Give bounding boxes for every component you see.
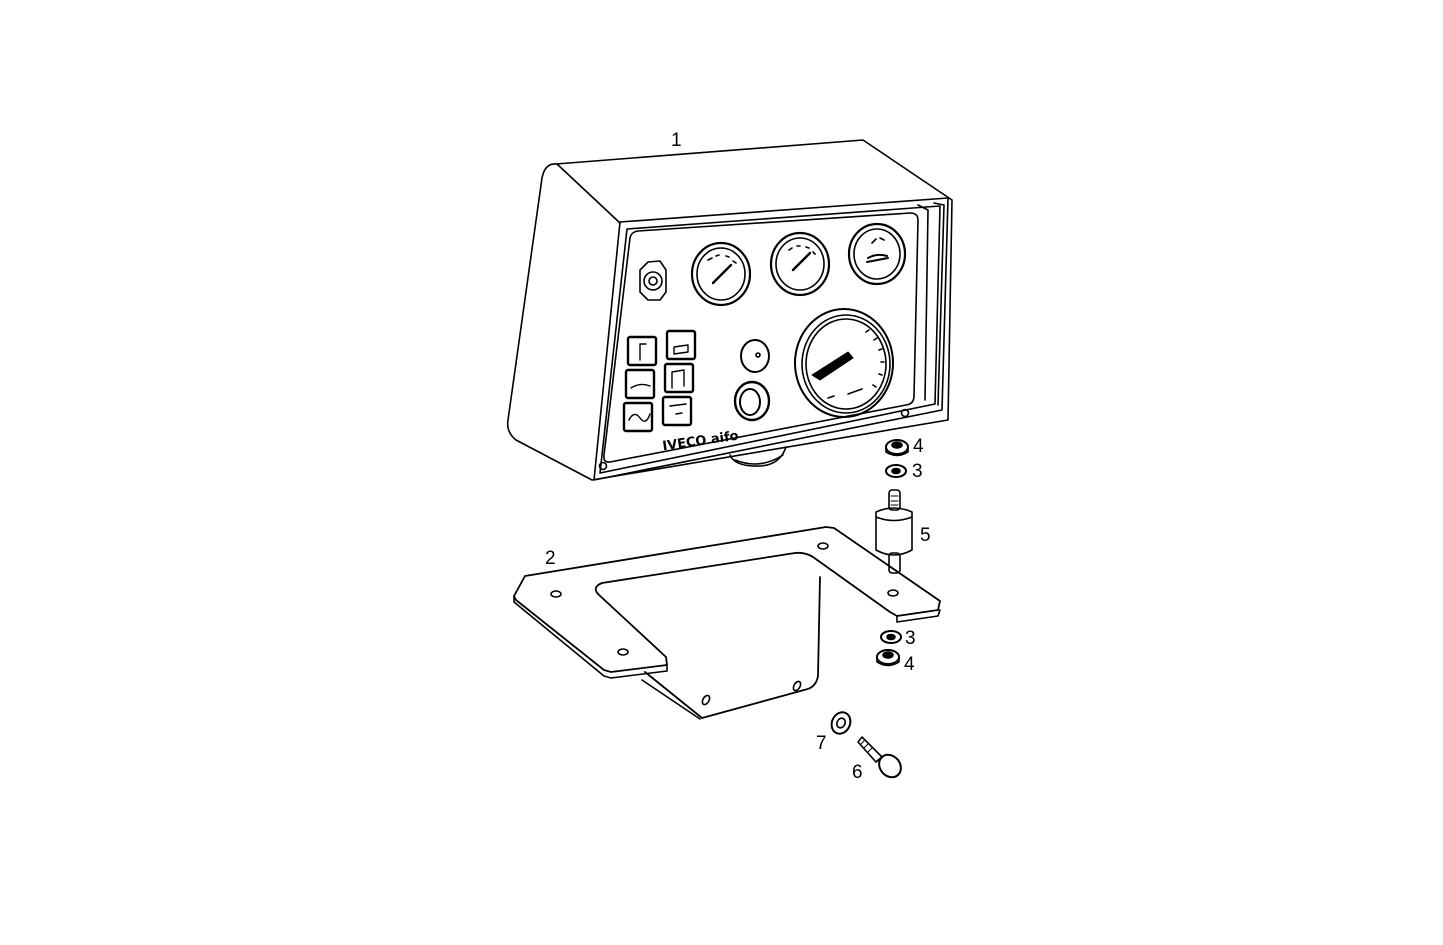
anti-vibration-mount: [875, 489, 913, 574]
gauge-2: [769, 231, 831, 297]
tachometer: [794, 308, 894, 418]
push-button-small: [740, 339, 770, 373]
callout-7: 7: [816, 733, 827, 754]
washer-7: [830, 711, 852, 735]
callout-4-bottom: 4: [904, 654, 915, 675]
warning-light-coolant: [626, 335, 658, 367]
gauge-row: [639, 222, 907, 307]
callout-4-top: 4: [913, 436, 924, 457]
callout-3-top: 3: [912, 461, 923, 482]
callout-1: 1: [671, 130, 682, 151]
panel-brand-logo: IVECO aifo: [662, 429, 740, 455]
ignition-switch: [639, 260, 667, 301]
callout-3-bottom: 3: [905, 628, 916, 649]
warning-light-oil: [624, 368, 656, 400]
nut-bottom: [876, 649, 900, 667]
warning-light-alternator: [622, 401, 654, 433]
warning-lights: [622, 329, 697, 433]
warning-light-preheat: [661, 395, 693, 427]
warning-light-battery: [665, 329, 697, 361]
callout-6: 6: [852, 762, 863, 783]
push-button-large: [733, 380, 771, 422]
washer-bottom: [880, 630, 902, 644]
callout-2: 2: [545, 548, 556, 569]
gauge-1: [690, 241, 752, 307]
nut-top: [885, 439, 909, 457]
instrument-panel: [506, 139, 953, 481]
bolt-6: [857, 736, 902, 779]
warning-light-fuel: [663, 362, 695, 394]
gauge-3: [847, 222, 907, 286]
panel-buttons: [733, 339, 771, 422]
mounting-bracket: [513, 526, 941, 720]
callout-5: 5: [920, 525, 931, 546]
washer-top: [885, 464, 907, 478]
